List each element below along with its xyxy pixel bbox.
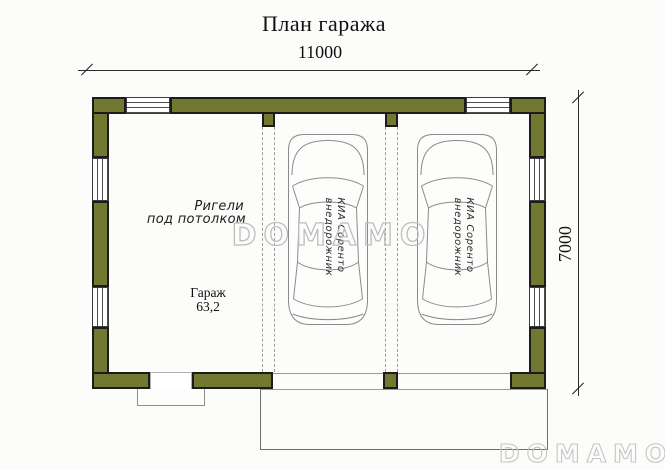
entry-door-opening [150,372,192,389]
car-outline: КИА Соренто внедорожник [417,134,497,325]
dimension-height-label: 7000 [555,226,575,262]
beam-dashed-line [385,127,386,372]
car-outline: КИА Соренто внедорожник [288,134,368,325]
dimension-height-line [578,90,579,396]
car-label-line1: КИА Соренто [464,197,475,272]
window [92,158,109,201]
dimension-width-line [78,70,540,71]
pilaster [262,112,275,127]
pilaster [385,112,398,127]
room-area: 63,2 [196,299,220,315]
room-label: Гараж 63,2 [158,285,258,315]
garage-door-pier [383,372,398,389]
car-label-line1: КИА Соренто [335,197,346,272]
wall-segment [92,112,109,158]
window [529,158,546,201]
window [529,287,546,327]
entry-porch [137,389,205,406]
wall-segment [170,97,466,114]
car-label-line2: внедорожник [323,198,334,277]
beam-dashed-line [397,127,398,372]
wall-segment [92,372,150,389]
window [92,287,109,327]
wall-segment [192,372,273,389]
beam-note: Ригели под потолком [110,200,246,227]
wall-segment [92,327,109,374]
driveway-apron [260,389,548,450]
beam-note-line1: Ригели [194,199,244,214]
beam-dashed-line [274,127,275,372]
beam-dashed-line [262,127,263,372]
wall-segment [510,97,546,114]
wall-segment [92,97,126,114]
wall-segment [529,201,546,287]
window [466,97,510,114]
car-label-line2: внедорожник [452,198,463,277]
wall-segment [529,112,546,158]
page-title: План гаража [262,11,386,36]
room-name: Гараж [190,285,226,300]
beam-note-line2: под потолком [146,212,246,228]
wall-segment [510,372,546,389]
window [126,97,170,114]
dimension-width-label: 11000 [297,42,343,62]
wall-segment [92,201,109,287]
wall-segment [529,327,546,374]
